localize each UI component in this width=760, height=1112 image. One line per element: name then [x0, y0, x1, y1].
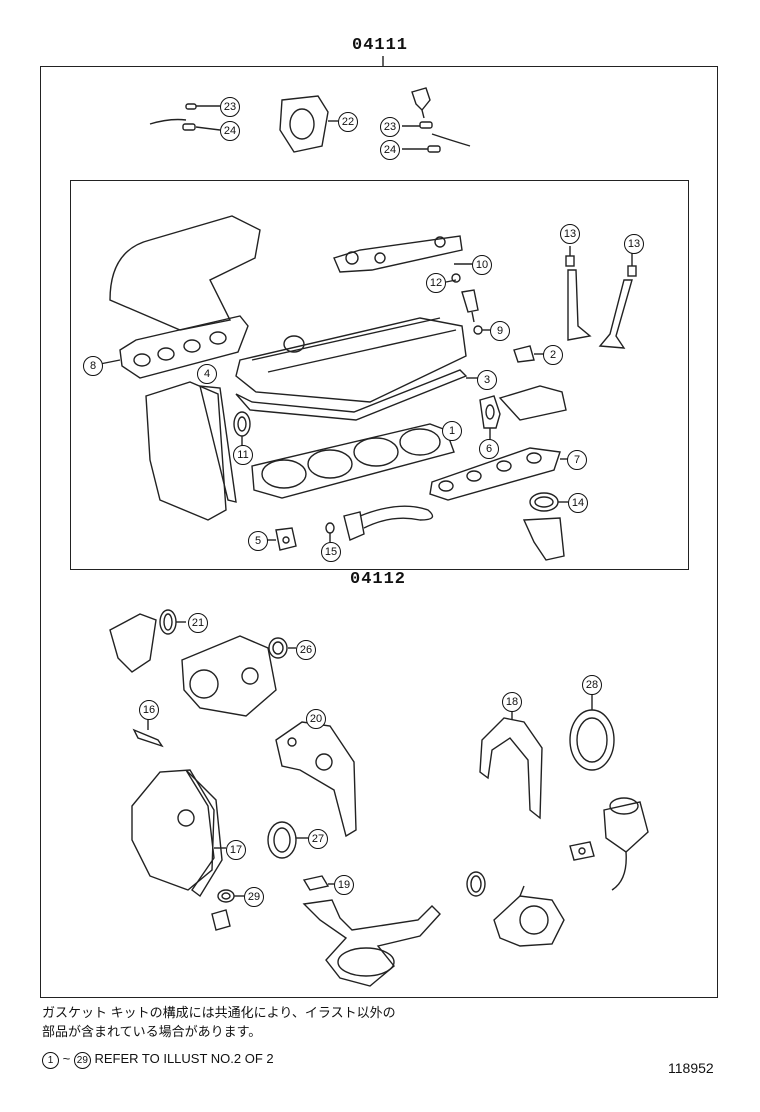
seal-parts-top-right	[402, 87, 471, 153]
oil-strainer	[302, 899, 441, 987]
egr-valve	[569, 797, 649, 891]
throttle-gasket	[479, 385, 567, 440]
callout-22: 22	[338, 112, 358, 132]
part-14	[522, 492, 568, 561]
gasket-19	[302, 875, 334, 891]
outer-kit-frame	[40, 66, 718, 998]
callout-12: 12	[426, 273, 446, 293]
water-pump	[181, 635, 296, 717]
note-line-1: ガスケット キットの構成には共通化により、イラスト以外の	[42, 1005, 396, 1020]
part-16	[132, 718, 164, 748]
ref-tilde: ~	[62, 1051, 71, 1066]
callout-19: 19	[334, 875, 354, 895]
gasket-22	[279, 95, 338, 153]
head-gasket	[251, 423, 460, 499]
callout-9: 9	[490, 321, 510, 341]
inner-kit-frame	[70, 180, 689, 570]
callout-6: 6	[479, 439, 499, 459]
valve-cover	[235, 317, 478, 421]
outer-kit-code: 04111	[348, 36, 413, 55]
callout-27: 27	[308, 829, 328, 849]
callout-13-left: 13	[560, 224, 580, 244]
seal-parts-top-left	[149, 103, 221, 131]
note-line-2: 部品が含まれている場合があります。	[42, 1024, 262, 1039]
illustration-number: 118952	[668, 1060, 714, 1076]
ring-gasket	[466, 871, 486, 897]
oil-seal-28	[569, 694, 615, 771]
inner-kit-code: 04112	[346, 570, 411, 589]
timing-cover	[145, 370, 237, 521]
timing-cover-gasket-20	[275, 721, 357, 838]
callout-13-right: 13	[624, 234, 644, 254]
oil-seal-11	[233, 411, 251, 446]
ref-start-callout: 1	[42, 1052, 59, 1069]
callout-1: 1	[442, 421, 462, 441]
timing-cover-17	[131, 769, 226, 898]
fuel-rail	[333, 235, 490, 335]
callout-24-left: 24	[220, 121, 240, 141]
callout-15: 15	[321, 542, 341, 562]
plug-29	[211, 889, 244, 931]
callout-14: 14	[568, 493, 588, 513]
callout-5: 5	[248, 531, 268, 551]
callout-10: 10	[472, 255, 492, 275]
callout-8: 8	[83, 356, 103, 376]
callout-18: 18	[502, 692, 522, 712]
reference-line: 1 ~ 29 REFER TO ILLUST NO.2 OF 2	[42, 1051, 274, 1069]
callout-7: 7	[567, 450, 587, 470]
part-5	[266, 527, 297, 551]
callout-28: 28	[582, 675, 602, 695]
callout-20: 20	[306, 709, 326, 729]
callout-23-left: 23	[220, 97, 240, 117]
intake-manifold	[99, 215, 261, 379]
exhaust-gasket	[429, 447, 572, 501]
callout-29: 29	[244, 887, 264, 907]
oil-seal-27	[267, 821, 308, 859]
water-outlet	[109, 609, 186, 673]
callout-4: 4	[197, 364, 217, 384]
callout-11: 11	[233, 445, 253, 465]
callout-24-right: 24	[380, 140, 400, 160]
oil-pump	[493, 885, 565, 947]
callout-17: 17	[226, 840, 246, 860]
ref-text: REFER TO ILLUST NO.2 OF 2	[94, 1051, 274, 1066]
callout-3: 3	[477, 370, 497, 390]
ref-end-callout: 29	[73, 1052, 91, 1069]
pipe-15	[325, 505, 434, 542]
callout-26: 26	[296, 640, 316, 660]
callout-2: 2	[543, 345, 563, 365]
callout-21: 21	[188, 613, 208, 633]
part-18	[479, 710, 543, 820]
valves	[565, 246, 637, 349]
callout-23-right: 23	[380, 117, 400, 137]
part-2	[513, 345, 544, 363]
callout-16: 16	[139, 700, 159, 720]
